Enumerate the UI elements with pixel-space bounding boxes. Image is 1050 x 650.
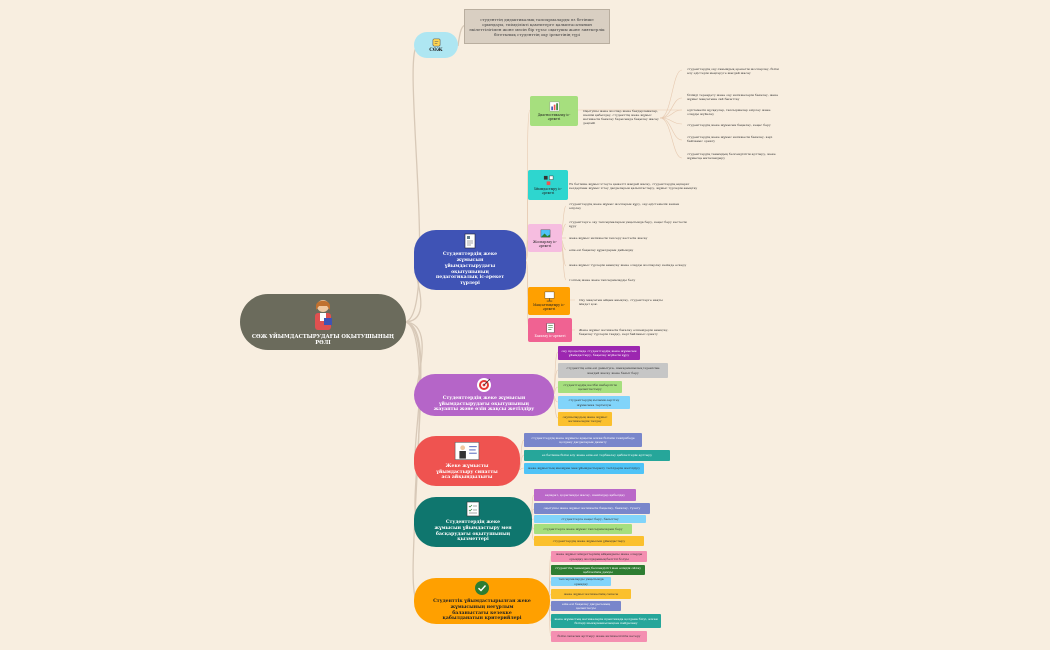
list-item: студенттердің жеке жұмыс жоспарын құру, … [569,201,680,210]
list-item: жеке жұмыс міндеттерінің айқындығы және … [551,551,647,562]
diagnostic-description: Оқытушы жеке жоспар және бағдарламалар, … [583,108,659,126]
branch-clarity[interactable]: Жеке жұмысты ұйымдастыру сипатты аса айқ… [414,436,520,486]
list-item: студенттердің оқу-танымдық әрекетін жосп… [687,66,779,75]
list-item: студенттерге оқу тапсырмаларын уақытында… [569,219,687,228]
branch-functions[interactable]: Студенттердің жеке жұмысын ұйымдастыру м… [414,497,532,547]
list-item: әдістемелік нұсқаулар, тапсырмалар әзірл… [687,107,771,116]
list-item: студенттердің кәсіби шеберлігін қалыптас… [558,381,622,393]
sub-planning[interactable]: Жоспарлау іс-әрекеті [528,224,562,252]
list-item: тапсырмаларды уақытында орындау [551,577,611,586]
network-icon [543,175,553,185]
root-node[interactable]: СӨЖ ҰЙЫМДАСТЫРУДАҒЫ ОҚЫТУШЫНЫҢ РӨЛІ [240,294,406,350]
list-item: студенттерге кеңес беру, бағыттау [534,515,646,523]
root-title: СӨЖ ҰЙЫМДАСТЫРУДАҒЫ ОҚЫТУШЫНЫҢ РӨЛІ [251,334,395,346]
list-item: студенттердің ғылыми-зерттеу жұмысына та… [558,396,630,409]
presenter-icon [454,441,480,460]
list-item: студенттердің жеке жұмысы арқылы алған б… [524,433,642,447]
list-item: студенттердің жеке жұмысын ұйымдастыру [534,536,644,546]
list-item: студенттердің танымдық белсенділігін арт… [687,151,776,160]
sub-organization[interactable]: Ұйымдастыру іс-әрекеті [528,170,568,200]
list-item: жеке жұмыс нәтижесінің сапасы [551,589,631,599]
check-circle-icon [475,581,489,596]
list-item: оқу процесінде студенттердің жеке жұмысы… [558,346,640,360]
list-item: жеке жұмыс нәтижесін тексеру кестесін жа… [569,236,648,241]
sozh-node[interactable]: СӨЖ [414,32,458,58]
list-item: білім сапасын арттыру және нәтижелілігін… [551,631,647,642]
organization-description: Өз бетінше жұмыс істеуге қажетті жағдай … [569,181,698,190]
list-item: студенттерге жеке жұмыс тапсырмаларын бе… [534,524,632,534]
teacher-avatar-icon [315,300,332,330]
document-icon [464,233,476,249]
checklist-icon [466,501,480,517]
sub-evaluation[interactable]: Бағалау іс-әрекеті [528,318,572,342]
sub-diagnostic[interactable]: Диагностикалау іс-әрекеті [530,96,578,126]
target-icon [477,377,491,392]
note-icon [432,38,440,46]
list-item: өз бетінше білім алу және өзін-өзі тәрби… [524,450,670,461]
list-item: студенттің өзін-өзі дамытуға, шығармашыл… [558,363,668,378]
branch-criteria[interactable]: Студенттік ұйымдастырылған жеке жұмысыны… [414,578,550,624]
list-item: студенттің танымдық белсенділігі мен өзі… [551,565,645,575]
list-item: жеке жұмыстың мазмұны мен ұйымдастырылу … [524,463,644,474]
list-item: өзін-өзі бақылау құралдарын дайындау [569,248,634,253]
branch-responsibility[interactable]: Студенттердің жеке жұмысын ұйымдастыруда… [414,374,554,416]
list-item: жеке жұмыстың нәтижелерін практикада қол… [551,614,661,628]
list-item: топтық және жеке тапсырмаларды бөлу [569,278,636,283]
sub-goal-setting[interactable]: Мақсаттықтыру іс-әрекеті [528,287,570,315]
list-item: жеке жұмыс түрлерін анықтау және оларды … [569,262,687,267]
list-item: өзін-өзі бақылау дағдысының қалыптасуы [551,601,621,611]
branch-pedagogical-activities[interactable]: Студенттердің жеке жұмысын ұйымдастыруда… [414,230,526,290]
image-board-icon [540,229,550,238]
list-item: ақпарат, қорытынды жасау, шешімдер қабыл… [534,489,636,501]
list-item: оқытушы жеке жұмыс нәтижесін бақылау, ба… [534,503,650,514]
list-item: студенттердің жеке жұмыс нәтижесін бағал… [687,134,773,143]
list-item: білімді тереңдету және оқу нәтижелерін б… [687,92,779,101]
evaluation-description: Жеке жұмыс нәтижесін бағалау өлшемдерін … [579,327,669,336]
clipboard-icon [546,322,554,333]
bar-chart-icon [549,101,559,111]
definition-note[interactable]: студенттің дидактикалық тапсырмаларды өз… [464,9,610,44]
list-item: оқушылардың жеке жұмыс нәтижелерін талда… [558,412,612,426]
goal-description: Оқу мақсатын айқын анықтау, студенттерге… [579,297,663,306]
presentation-icon [544,291,554,302]
list-item: студенттердің жеке жұмысын бақылау, кеңе… [687,122,771,127]
